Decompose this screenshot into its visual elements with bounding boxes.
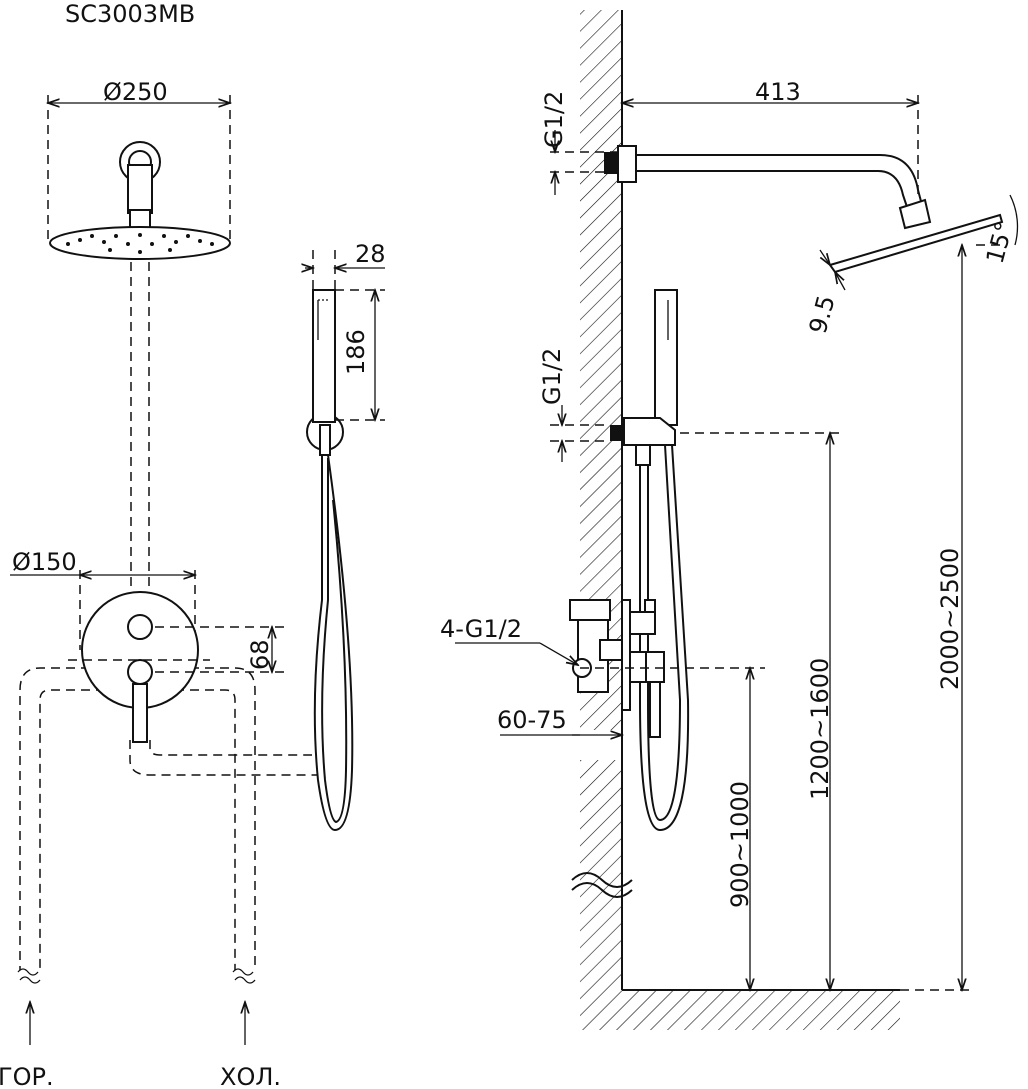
arm-length-label: 413 <box>755 78 801 106</box>
hot-label: ГОР. <box>0 1063 54 1089</box>
mixer-plate <box>81 591 199 743</box>
rain-shower-head <box>49 141 231 260</box>
outlet-thread-label: G1/2 <box>538 348 566 405</box>
valve-threads-label: 4-G1/2 <box>440 615 522 643</box>
model-title: SC3003MB <box>65 0 195 28</box>
hand-shower <box>306 289 354 832</box>
hand-shower-side <box>610 289 690 832</box>
hand-width-label: 28 <box>355 240 386 268</box>
hand-length-label: 186 <box>342 329 370 375</box>
head-height-label: 2000~2500 <box>936 548 964 690</box>
floor <box>580 990 900 1030</box>
shower-arm <box>604 145 1004 274</box>
head-thickness-label: 9.5 <box>804 292 841 336</box>
install-depth-label: 60-75 <box>497 706 567 734</box>
arm-thread-label: G1/2 <box>540 91 568 148</box>
front-view: Ø250 Ø150 <box>0 78 386 1089</box>
side-view: G1/2 413 15° 9.5 <box>440 10 1019 1030</box>
head-diameter-label: Ø250 <box>103 78 168 106</box>
knob-spacing-label: 68 <box>246 639 274 670</box>
plate-diameter-label: Ø150 <box>12 548 77 576</box>
cold-label: ХОЛ. <box>220 1063 281 1089</box>
mixer-height-label: 900~1000 <box>726 781 754 908</box>
holder-height-label: 1200~1600 <box>806 658 834 800</box>
